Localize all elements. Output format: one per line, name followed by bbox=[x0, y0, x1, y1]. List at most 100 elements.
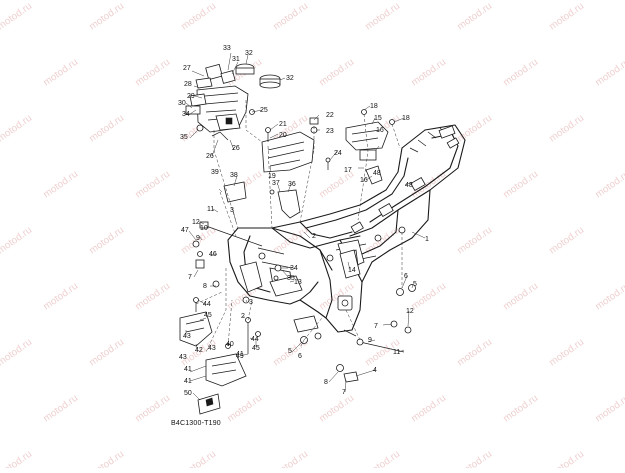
callout-41: 41 bbox=[184, 366, 192, 373]
watermark-text: motod.ru bbox=[547, 1, 586, 33]
watermark-text: motod.ru bbox=[501, 169, 540, 201]
callout-7: 7 bbox=[188, 274, 192, 281]
callout-18: 18 bbox=[370, 103, 378, 110]
callout-43: 43 bbox=[179, 354, 187, 361]
watermark-text: motod.ru bbox=[363, 1, 402, 33]
watermark-text: motod.ru bbox=[501, 281, 540, 313]
watermark-text: motod.ru bbox=[501, 393, 540, 425]
callout-1: 1 bbox=[425, 236, 429, 243]
watermark-text: motod.ru bbox=[547, 225, 586, 257]
callout-48: 48 bbox=[373, 170, 381, 177]
callout-25: 25 bbox=[260, 107, 268, 114]
callout-32: 32 bbox=[286, 75, 294, 82]
callout-34: 34 bbox=[182, 111, 190, 118]
callout-43: 43 bbox=[183, 333, 191, 340]
callout-49: 49 bbox=[236, 353, 244, 360]
ecu-bracket-assembly bbox=[185, 63, 281, 141]
callout-44: 44 bbox=[203, 301, 211, 308]
watermark-text: motod.ru bbox=[593, 393, 625, 425]
callout-47: 47 bbox=[181, 227, 189, 234]
callout-19: 19 bbox=[268, 173, 276, 180]
callout-30: 30 bbox=[178, 100, 186, 107]
watermark-text: motod.ru bbox=[271, 1, 310, 33]
callout-11: 11 bbox=[207, 206, 214, 213]
callout-42: 42 bbox=[195, 347, 203, 354]
watermark-text: motod.ru bbox=[87, 225, 126, 257]
watermark-text: motod.ru bbox=[0, 449, 34, 468]
watermark-text: motod.ru bbox=[317, 57, 356, 89]
callout-22: 22 bbox=[326, 112, 334, 119]
watermark-text: motod.ru bbox=[225, 393, 264, 425]
callout-31: 31 bbox=[232, 56, 240, 63]
callout-35: 35 bbox=[287, 275, 295, 282]
callout-18: 18 bbox=[402, 115, 410, 122]
callout-46: 46 bbox=[209, 251, 217, 258]
callout-39: 39 bbox=[211, 169, 219, 176]
callout-41: 41 bbox=[236, 351, 244, 358]
watermark-text: motod.ru bbox=[547, 113, 586, 145]
callout-27: 27 bbox=[183, 65, 191, 72]
diagram-reference-code: B4C1300-T190 bbox=[171, 420, 221, 427]
callout-34: 34 bbox=[290, 265, 298, 272]
callout-21: 21 bbox=[279, 121, 287, 128]
callout-36: 36 bbox=[288, 181, 296, 188]
callout-33: 33 bbox=[223, 45, 231, 52]
callout-26: 26 bbox=[232, 145, 240, 152]
callout-12: 12 bbox=[406, 308, 414, 315]
watermark-text: motod.ru bbox=[455, 225, 494, 257]
watermark-text: motod.ru bbox=[0, 1, 34, 33]
watermark-text: motod.ru bbox=[455, 1, 494, 33]
callout-26: 26 bbox=[206, 153, 214, 160]
callout-43: 43 bbox=[208, 345, 216, 352]
watermark-text: motod.ru bbox=[0, 113, 34, 145]
watermark-text: motod.ru bbox=[87, 113, 126, 145]
watermark-text: motod.ru bbox=[41, 169, 80, 201]
watermark-text: motod.ru bbox=[87, 449, 126, 468]
watermark-text: motod.ru bbox=[133, 281, 172, 313]
upper-brackets bbox=[223, 109, 395, 219]
callout-14: 14 bbox=[348, 267, 356, 274]
watermark-text: motod.ru bbox=[133, 57, 172, 89]
callout-38: 38 bbox=[230, 172, 238, 179]
callout-labels: 33 32 32 31 27 28 29 30 34 35 26 26 25 2… bbox=[178, 45, 429, 397]
watermark-text: motod.ru bbox=[317, 393, 356, 425]
callout-45: 45 bbox=[252, 345, 260, 352]
watermark-text: motod.ru bbox=[41, 281, 80, 313]
watermark-text: motod.ru bbox=[0, 225, 34, 257]
callout-5: 5 bbox=[288, 348, 292, 355]
watermark-text: motod.ru bbox=[409, 393, 448, 425]
callout-8: 8 bbox=[203, 283, 207, 290]
watermark-text: motod.ru bbox=[547, 449, 586, 468]
callout-20: 20 bbox=[279, 132, 287, 139]
callout-44: 44 bbox=[251, 336, 259, 343]
watermark-text: motod.ru bbox=[0, 337, 34, 369]
callout-17: 17 bbox=[344, 167, 352, 174]
callout-41: 41 bbox=[184, 378, 192, 385]
watermark-text: motod.ru bbox=[455, 113, 494, 145]
watermark-text: motod.ru bbox=[87, 1, 126, 33]
watermark-text: motod.ru bbox=[593, 169, 625, 201]
watermark-text: motod.ru bbox=[87, 337, 126, 369]
callout-50: 50 bbox=[184, 390, 192, 397]
callout-16: 16 bbox=[376, 127, 384, 134]
callout-4: 4 bbox=[373, 367, 377, 374]
callout-9: 9 bbox=[196, 235, 200, 242]
watermark-text: motod.ru bbox=[501, 57, 540, 89]
callout-7: 7 bbox=[374, 323, 378, 330]
callout-16: 16 bbox=[360, 177, 368, 184]
callout-5: 5 bbox=[413, 281, 417, 288]
leader-lines bbox=[185, 52, 426, 401]
callout-35: 35 bbox=[180, 134, 188, 141]
callout-2: 2 bbox=[241, 313, 245, 320]
watermark-text: motod.ru bbox=[363, 449, 402, 468]
callout-11: 11 bbox=[393, 349, 400, 356]
callout-28: 28 bbox=[184, 81, 192, 88]
watermark-text: motod.ru bbox=[593, 57, 625, 89]
callout-3: 3 bbox=[249, 299, 253, 306]
watermark-text: motod.ru bbox=[179, 1, 218, 33]
watermark-text: motod.ru bbox=[455, 449, 494, 468]
callout-37: 37 bbox=[272, 180, 280, 187]
callout-24: 24 bbox=[334, 150, 342, 157]
